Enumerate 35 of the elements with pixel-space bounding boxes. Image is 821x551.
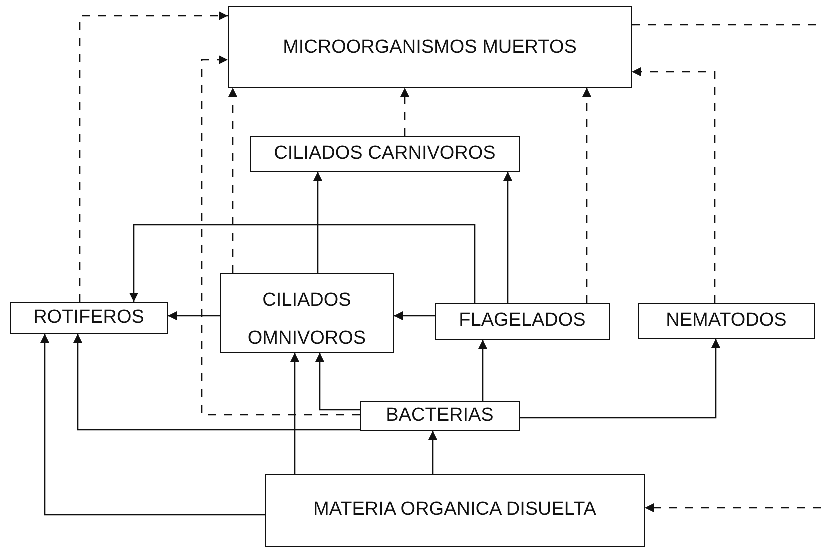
- arrow: [228, 88, 238, 273]
- node-label: CILIADOS CARNIVOROS: [273, 142, 497, 166]
- arrow: [428, 431, 438, 474]
- arrow: [201, 56, 360, 416]
- arrow: [79, 12, 228, 302]
- node-label: FLAGELADOS: [458, 310, 587, 333]
- node-label: MICROORGANISMOS MUERTOS: [282, 37, 578, 60]
- arrow: [314, 172, 322, 273]
- process-box: [250, 136, 520, 172]
- arrow: [400, 88, 410, 136]
- process-box: [435, 303, 610, 340]
- node-label: ROTIFEROS: [32, 306, 146, 330]
- process-box: [638, 303, 815, 339]
- node-label: MATERIA ORGANICA DISUELTA: [312, 499, 598, 522]
- node-label: NEMATODOS: [665, 310, 788, 332]
- arrow: [520, 339, 720, 419]
- arrow: [478, 340, 488, 401]
- arrow: [130, 224, 476, 303]
- node-label: BACTERIAS: [385, 404, 495, 428]
- arrow: [394, 312, 435, 320]
- arrow: [645, 504, 821, 512]
- arrow: [316, 353, 360, 411]
- arrow: [504, 172, 512, 303]
- arrow: [582, 88, 592, 303]
- process-box: [228, 6, 632, 88]
- process-box: [360, 401, 520, 431]
- arrow: [168, 312, 220, 320]
- process-box: [220, 273, 394, 353]
- arrow: [40, 334, 265, 516]
- arrow: [632, 68, 716, 303]
- arrow: [74, 334, 360, 431]
- process-box: [265, 474, 645, 547]
- arrow: [290, 353, 300, 474]
- node-label: CILIADOS OMNIVOROS: [246, 289, 368, 351]
- process-box: [10, 302, 168, 334]
